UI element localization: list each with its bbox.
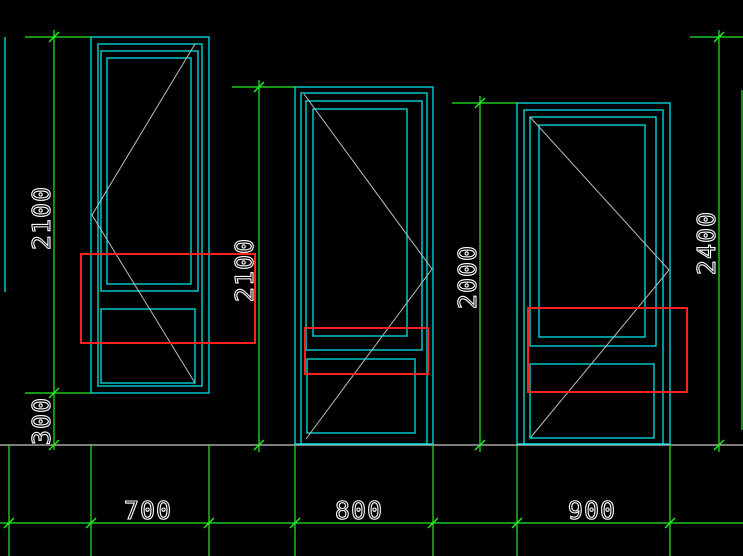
dimension-tick xyxy=(713,439,725,451)
door-glass-panel xyxy=(106,57,192,285)
door-outer-frame xyxy=(90,36,210,394)
dimension-tick xyxy=(289,517,301,529)
highlight-door-700 xyxy=(80,253,256,344)
dimension-tick xyxy=(511,517,523,529)
door-inner-frame xyxy=(523,109,664,445)
dim-text-door1-sill: 300 xyxy=(27,397,56,445)
dimension-tick xyxy=(253,439,265,451)
door-swing-line xyxy=(303,93,433,440)
dim-text-door1-height: 2100 xyxy=(27,186,56,250)
door-inner-frame xyxy=(300,92,428,445)
highlight-door-800 xyxy=(304,327,429,375)
door-bottom-panel xyxy=(306,358,416,434)
door-glass-panel-frame xyxy=(100,50,199,292)
dimension-tick xyxy=(85,517,97,529)
dim-text-door2-height: 2100 xyxy=(230,238,259,302)
dimension-tick xyxy=(474,439,486,451)
door-swing-line xyxy=(91,43,196,384)
door-bottom-panel xyxy=(529,363,655,439)
dim-text-door3-width: 900 xyxy=(568,496,616,525)
dimension-tick xyxy=(203,517,215,529)
door-swing-line xyxy=(529,116,670,438)
dimension-tick xyxy=(474,97,486,109)
highlight-boxes-layer xyxy=(80,253,688,393)
door-inner-frame xyxy=(97,43,203,387)
dimension-tick xyxy=(664,517,676,529)
door-glass-panel-frame xyxy=(305,100,423,351)
dimension-tick xyxy=(253,81,265,93)
dimension-tick xyxy=(48,31,60,43)
dimension-lines-layer xyxy=(0,30,743,556)
dimension-tick xyxy=(48,387,60,399)
door-800[interactable] xyxy=(294,86,434,445)
dimension-tick xyxy=(48,439,60,451)
door-outer-frame xyxy=(294,86,434,445)
door-glass-panel-frame xyxy=(529,116,657,347)
dim-text-right-height: 2400 xyxy=(692,211,721,275)
dim-text-door3-height: 2000 xyxy=(453,245,482,309)
dim-text-door2-width: 800 xyxy=(335,496,383,525)
door-900[interactable] xyxy=(516,102,671,445)
door-bottom-panel xyxy=(100,308,196,384)
door-glass-panel xyxy=(538,124,646,338)
dimension-tick xyxy=(3,517,15,529)
dimension-tick xyxy=(427,517,439,529)
dimension-tick xyxy=(713,31,725,43)
door-700[interactable] xyxy=(90,36,210,394)
dim-text-door1-width: 700 xyxy=(124,496,172,525)
doors-layer[interactable] xyxy=(4,36,671,445)
highlight-door-900 xyxy=(527,307,688,393)
door-glass-panel xyxy=(312,108,408,337)
